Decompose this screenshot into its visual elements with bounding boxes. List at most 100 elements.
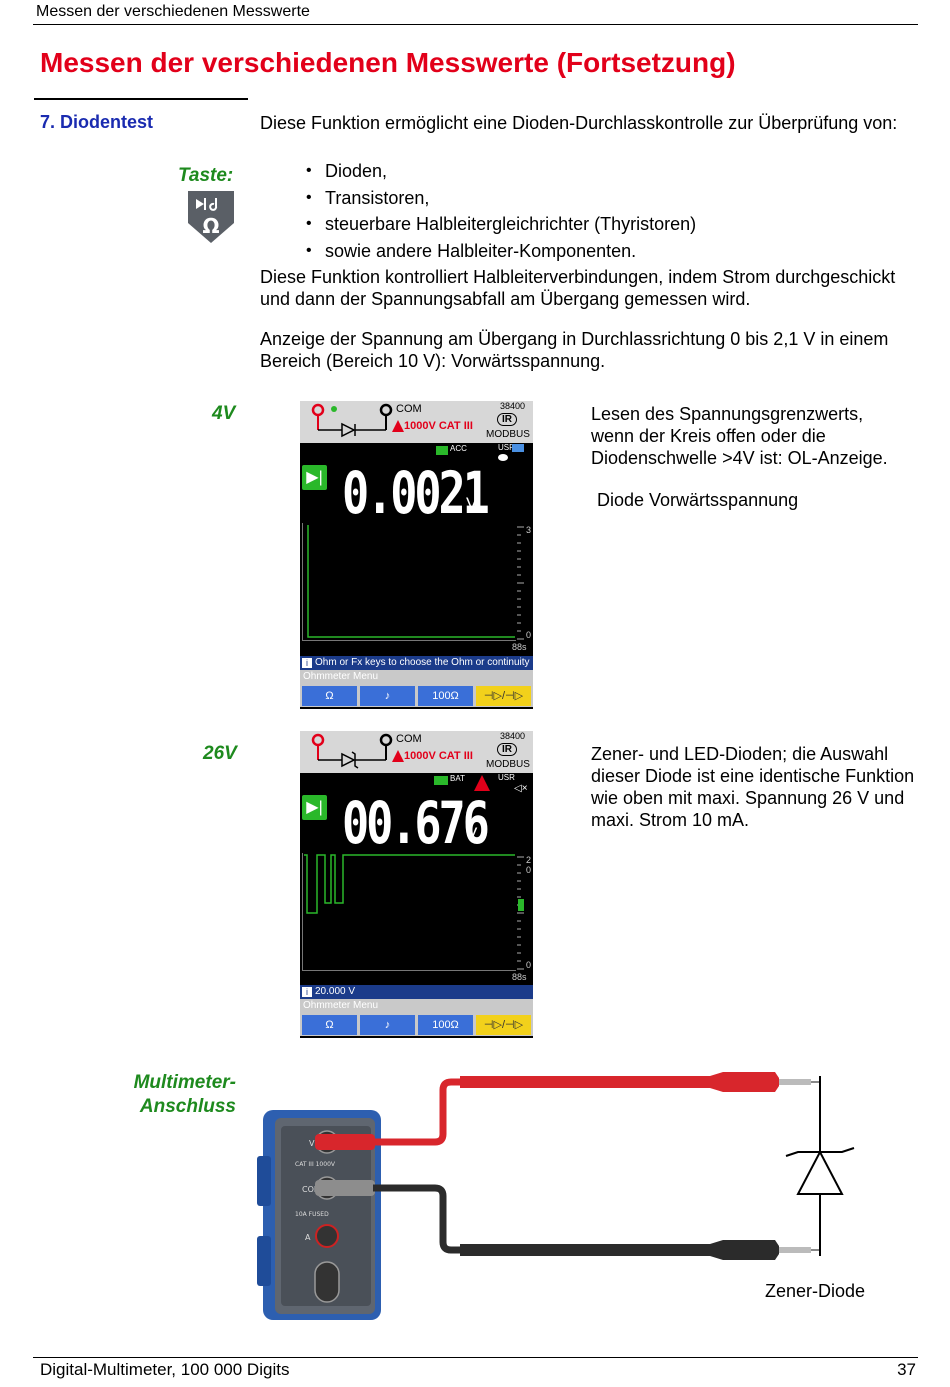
list-item: Transistoren, [300, 185, 900, 212]
screen-top-bar: COM 1000V CAT III 38400 IR MODBUS [300, 731, 533, 773]
reading-unit: V [466, 494, 478, 513]
zener-diode-label: Zener-Diode [765, 1281, 866, 1301]
usb-icon [512, 444, 524, 452]
connection-diagram: V COM A CAT III 1000V 10A FUSED [257, 1072, 855, 1320]
reading-unit: V [466, 824, 478, 843]
trend-line [307, 525, 515, 638]
scale-top-2: 0 [526, 865, 532, 875]
com-label: COM [396, 403, 422, 415]
ohm-key[interactable]: Ω [302, 1015, 357, 1035]
scale-bottom: 0 [526, 960, 532, 970]
trend-graph [302, 523, 516, 641]
connection-label-line2: Anschluss [139, 1096, 236, 1117]
ohm-key[interactable]: Ω [302, 686, 357, 706]
svg-text:Ω: Ω [202, 214, 219, 238]
diode-key-icon: Ω [186, 189, 236, 250]
diode-key[interactable]: ⊣▷/⊣▷ [476, 1015, 531, 1035]
mode-4v-note: Diode Vorwärtsspannung [597, 490, 799, 510]
function-keys: Ω ♪ 100Ω ⊣▷/⊣▷ [300, 684, 533, 707]
warning-icon [392, 420, 404, 432]
page-number: 37 [897, 1360, 916, 1379]
header-rule [33, 24, 918, 25]
mode-label-26v: 26V [203, 743, 237, 764]
circuit-zener-icon [311, 733, 393, 769]
100-ohm-key[interactable]: 100Ω [418, 1015, 473, 1035]
function-keys: Ω ♪ 100Ω ⊣▷/⊣▷ [300, 1013, 533, 1036]
list-item: sowie andere Halbleiter-Komponenten. [300, 238, 900, 265]
diode-mode-icon: ▶| [302, 795, 327, 820]
page-title: Messen der verschiedenen Messwerte (Fort… [40, 47, 736, 78]
paragraph-3: Anzeige der Spannung am Übergang in Durc… [260, 329, 889, 371]
baud-rate: 38400 [500, 401, 526, 411]
device-cat-label: CAT III 1000V [295, 1161, 336, 1168]
screen-status-bar: ACC USR [300, 443, 533, 465]
scale-top: 2 [526, 855, 532, 865]
component-list: Dioden, Transistoren, steuerbare Halblei… [300, 158, 900, 264]
cat-rating: 1000V CAT III [404, 750, 473, 762]
mode-label-4v: 4V [212, 403, 236, 424]
trend-line [304, 854, 515, 914]
modbus-label: MODBUS [486, 759, 530, 770]
continuity-key[interactable]: ♪ [360, 1015, 415, 1035]
footer-title: Digital-Multimeter, 100 000 Digits [40, 1360, 290, 1379]
paragraph-2: Diese Funktion kontrolliert Halbleiterve… [260, 267, 896, 309]
zener-diode-symbol [785, 1076, 855, 1256]
usr-label: USR [498, 773, 515, 782]
device-a-label: A [305, 1233, 311, 1242]
ir-badge: IR [497, 743, 517, 756]
menu-label: Ohmmeter Menu [303, 1000, 379, 1011]
black-test-lead [315, 1180, 820, 1260]
key-label: Taste: [178, 165, 234, 186]
circuit-diode-icon [311, 403, 393, 438]
reading-display: 00.676 [342, 789, 490, 857]
multimeter-screen-26v: COM 1000V CAT III 38400 IR MODBUS BAT US… [300, 731, 533, 1038]
status-text: ACC [450, 444, 467, 453]
info-icon: i [302, 658, 312, 668]
diode-key[interactable]: ⊣▷/⊣▷ [476, 686, 531, 706]
graph-scale [517, 856, 524, 970]
modbus-label: MODBUS [486, 429, 530, 440]
footer-rule [33, 1357, 918, 1358]
mode-4v-description: Lesen des Spannungsgrenzwerts, wenn der … [591, 404, 888, 468]
mode-26v-description: Zener- und LED-Dioden; die Auswahl diese… [591, 744, 915, 830]
section-rule [34, 98, 248, 100]
section-title: 7. Diodentest [40, 112, 154, 132]
running-header: Messen der verschiedenen Messwerte [36, 3, 310, 20]
info-text: Ohm or Fx keys to choose the Ohm or cont… [315, 657, 530, 668]
status-text: BAT [450, 774, 465, 783]
battery-icon [434, 776, 448, 785]
diode-mode-icon: ▶| [302, 465, 327, 490]
battery-icon [436, 446, 448, 455]
continuity-key[interactable]: ♪ [360, 686, 415, 706]
scale-bottom: 0 [526, 630, 532, 640]
connection-label-line1: Multimeter- [133, 1072, 236, 1093]
ir-badge: IR [497, 413, 517, 426]
menu-title: Ohmmeter Menu [300, 670, 533, 684]
hazard-icon [474, 775, 490, 791]
graph-scale [517, 526, 524, 640]
screen-status-bar: BAT USR ◁× [300, 773, 533, 795]
list-item: Dioden, [300, 158, 900, 185]
menu-label: Ohmmeter Menu [303, 671, 379, 682]
warning-icon [392, 750, 404, 762]
red-test-lead [315, 1072, 820, 1150]
connection-label: Multimeter- Anschluss [100, 1071, 236, 1119]
time-label: 88s [512, 972, 527, 982]
multimeter-screen-4v: COM 1000V CAT III 38400 IR MODBUS ACC US… [300, 401, 533, 709]
screen-top-bar: COM 1000V CAT III 38400 IR MODBUS [300, 401, 533, 443]
device-fuse-label: 10A FUSED [295, 1211, 329, 1218]
baud-rate: 38400 [500, 731, 526, 741]
reading-display: 0.0021 [342, 459, 490, 527]
mute-icon: ◁× [514, 783, 528, 794]
trend-graph [302, 853, 516, 971]
time-label: 88s [512, 642, 527, 652]
scale-top: 3 [526, 525, 532, 535]
usr-label: USR [498, 443, 515, 452]
list-item: steuerbare Halbleitergleichrichter (Thyr… [300, 211, 900, 238]
info-icon: i [302, 987, 312, 997]
com-label: COM [396, 733, 422, 745]
eye-icon [498, 454, 508, 461]
device-v-label: V [309, 1139, 315, 1148]
100-ohm-key[interactable]: 100Ω [418, 686, 473, 706]
